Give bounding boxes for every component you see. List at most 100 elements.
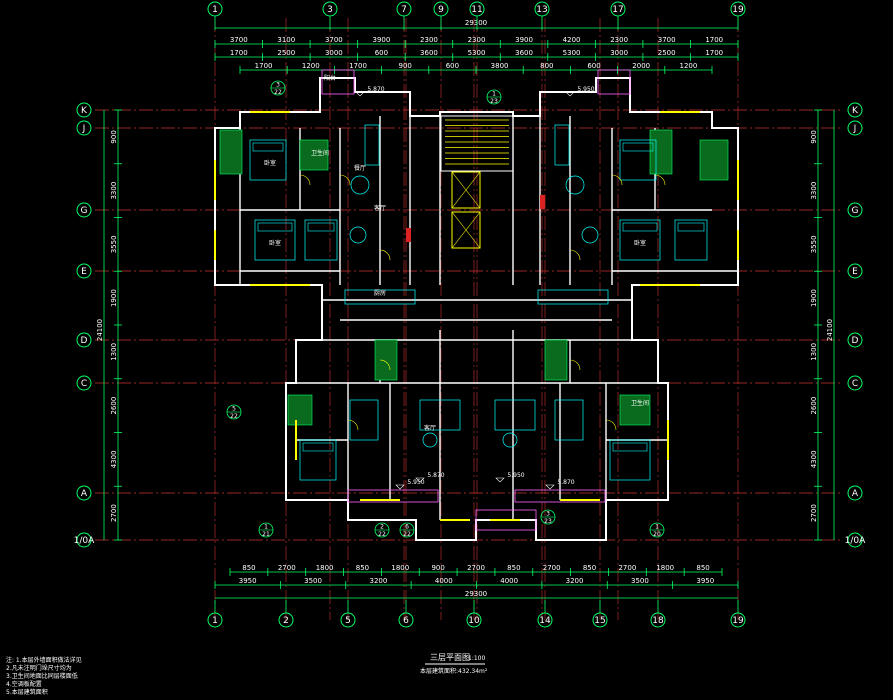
bathroom-highlight xyxy=(219,129,243,175)
dim-bottom-row2-value: 3950 xyxy=(696,577,714,585)
dim-top-row2-value: 3000 xyxy=(325,49,343,57)
dim-top-row1-value: 3900 xyxy=(372,36,390,44)
sofa xyxy=(554,124,570,166)
grid-bubble-label: K xyxy=(852,106,859,116)
dim-top-row3-value: 600 xyxy=(587,62,600,70)
area-note: 本层建筑面积:432.34m² xyxy=(420,667,488,675)
door-swing xyxy=(569,359,581,371)
grid-bubble-left xyxy=(76,102,92,118)
fire-door xyxy=(540,195,545,209)
elevation-value: 5.950 xyxy=(577,86,594,93)
pillow xyxy=(302,442,334,452)
grid-bubble-right xyxy=(847,202,863,218)
dim-bottom-row1-value: 2700 xyxy=(618,564,636,572)
dim-bottom-row1-value: 2700 xyxy=(467,564,485,572)
grid-bubble-label: E xyxy=(852,267,858,277)
detail-index-sheet: 20 xyxy=(653,531,661,538)
elevation-value: 5.870 xyxy=(367,86,384,93)
door-swing xyxy=(299,174,311,186)
dim-left-value: 3550 xyxy=(110,235,118,253)
stair-core xyxy=(440,115,514,172)
detail-index-number: 6 xyxy=(405,524,409,531)
note-line: 3.卫生间地面比同层楼面低 xyxy=(6,672,78,680)
room-label: 厨房 xyxy=(374,289,386,297)
elevator-shaft-1 xyxy=(451,171,481,209)
balcony-outline xyxy=(475,509,537,531)
grid-bubble-label: 1 xyxy=(212,616,218,626)
dim-top-row2-value: 3600 xyxy=(515,49,533,57)
elevator-cross xyxy=(451,171,481,209)
grid-bubble-right xyxy=(847,102,863,118)
room-label: 餐厅 xyxy=(354,164,366,172)
grid-bubble-label: E xyxy=(81,267,87,277)
dim-bottom-row1-value: 850 xyxy=(696,564,709,572)
door-swing xyxy=(654,174,666,186)
grid-bubble-right xyxy=(847,332,863,348)
door-swing xyxy=(339,174,351,186)
grid-bubble-label: 14 xyxy=(539,616,551,626)
dim-top-row3-value: 1700 xyxy=(255,62,273,70)
grid-bubble-label: 3 xyxy=(327,5,333,15)
dining-table xyxy=(565,175,585,195)
dim-top-row2-value: 600 xyxy=(375,49,388,57)
elevation-value: 5.950 xyxy=(507,472,524,479)
bathroom-highlight xyxy=(374,339,398,381)
dim-top-row3-value: 800 xyxy=(540,62,553,70)
grid-bubble-right xyxy=(847,120,863,136)
dim-top-row1-value: 2300 xyxy=(420,36,438,44)
detail-index-sheet: 22 xyxy=(274,89,282,96)
dim-bottom-row2-value: 4000 xyxy=(500,577,518,585)
kitchen-counter xyxy=(537,289,609,305)
grid-bubble-label: A xyxy=(81,489,88,499)
grid-bubble-label: 6 xyxy=(403,616,409,626)
dim-left-value: 3300 xyxy=(110,182,118,200)
dim-bottom-row1-value: 2700 xyxy=(278,564,296,572)
detail-index-number: 5 xyxy=(232,406,236,413)
detail-index-sheet: 21 xyxy=(262,531,270,538)
pillow xyxy=(252,142,284,152)
dim-bottom-overall-value: 29300 xyxy=(465,590,487,598)
grid-bubble-left xyxy=(76,332,92,348)
grid-bubble-label: 15 xyxy=(594,616,605,626)
room-label: 客厅 xyxy=(374,204,386,212)
grid-bubble-label: K xyxy=(81,106,88,116)
sofa xyxy=(494,399,536,431)
grid-bubble-right xyxy=(847,485,863,501)
dim-left-overall-value: 24100 xyxy=(96,319,104,341)
dining-table xyxy=(502,432,518,448)
grid-bubble-label: C xyxy=(852,379,858,389)
dim-top-row1-value: 3700 xyxy=(230,36,248,44)
room-label: 阳台 xyxy=(324,74,336,82)
detail-index-sheet: 22 xyxy=(403,531,411,538)
elevation-marker xyxy=(355,91,365,97)
detail-index-sheet: 23 xyxy=(490,98,498,105)
door-swing xyxy=(347,419,359,431)
dim-top-row1-value: 3700 xyxy=(325,36,343,44)
dim-top-row1-value: 3100 xyxy=(277,36,295,44)
dim-bottom-row2-value: 3200 xyxy=(370,577,388,585)
detail-index-number: 3 xyxy=(276,82,280,89)
dim-top-row1-value: 2300 xyxy=(468,36,486,44)
dim-right-value: 1900 xyxy=(810,289,818,307)
drawing-title-block: 三层平面图 1:100 本层建筑面积:432.34m² xyxy=(420,653,488,675)
grid-bubble-label: 18 xyxy=(652,616,664,626)
grid-bubble-label: 1/0A xyxy=(74,536,95,546)
elevation-value: 5.950 xyxy=(407,479,424,486)
dim-top-row3-value: 900 xyxy=(399,62,412,70)
grid-bubble-right xyxy=(847,532,863,548)
bed xyxy=(299,439,337,481)
dim-top-overall-value: 29300 xyxy=(465,19,487,27)
dim-top-row2-value: 2500 xyxy=(277,49,295,57)
elevation-value: 5.870 xyxy=(427,472,444,479)
dining-table xyxy=(581,226,599,244)
elevation-marker xyxy=(545,484,555,490)
dining-table xyxy=(422,432,438,448)
elevation-value: 5.870 xyxy=(557,479,574,486)
grid-bubble-label: 10 xyxy=(468,616,480,626)
pillow xyxy=(612,442,648,452)
detail-index-number: 1 xyxy=(492,91,496,98)
bed xyxy=(249,139,287,181)
dim-top-row2-value: 2500 xyxy=(658,49,676,57)
